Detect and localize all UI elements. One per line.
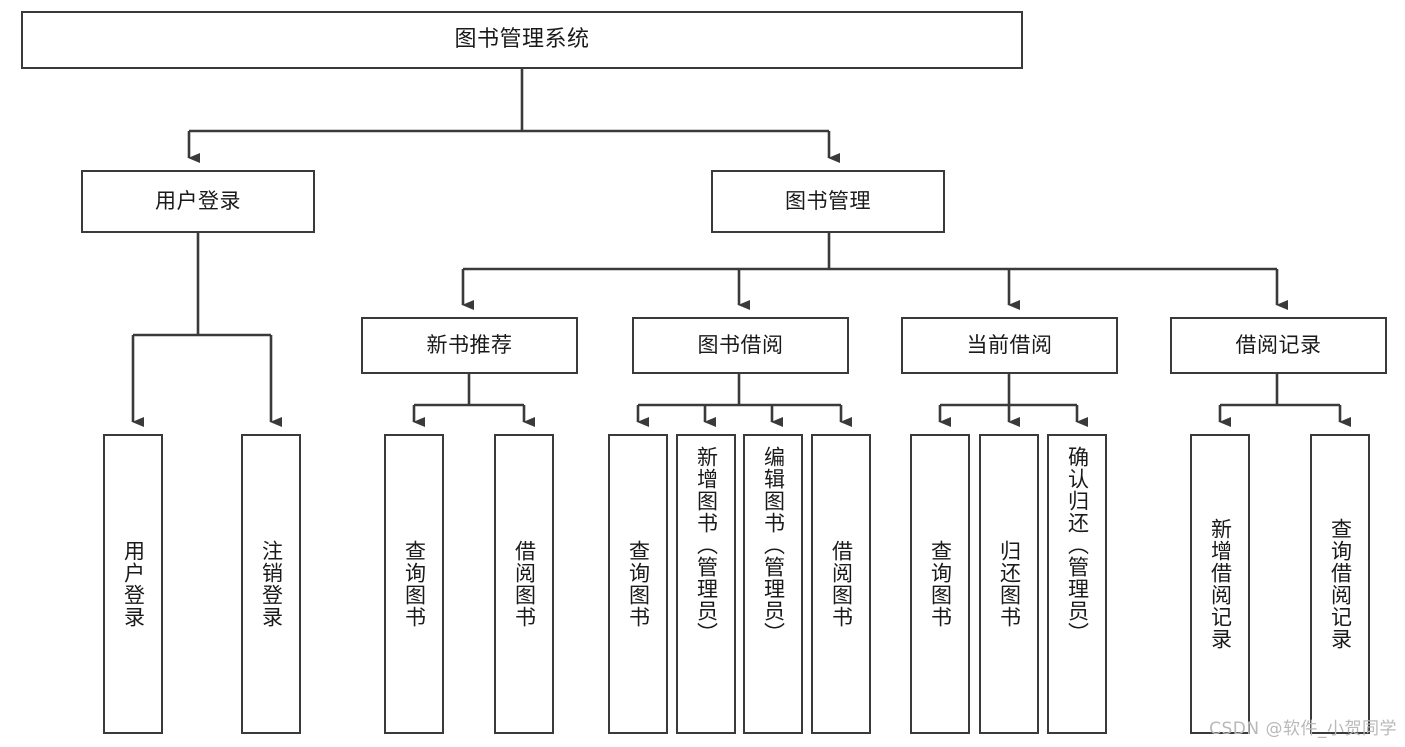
node-leaf-return-book[interactable]: 归还图书 (979, 434, 1039, 734)
node-borrow-record-label: 借阅记录 (1235, 333, 1322, 358)
node-leaf-query-book-3[interactable]: 查询图书 (910, 434, 970, 734)
node-current-borrow-label: 当前借阅 (966, 333, 1053, 358)
node-leaf-user-login[interactable]: 用户登录 (103, 434, 163, 734)
node-leaf-user-login-label: 用户登录 (121, 540, 146, 628)
node-leaf-logout-login-label: 注销登录 (259, 540, 284, 628)
node-leaf-query-book-2-label: 查询图书 (626, 540, 651, 628)
node-leaf-confirm-return-label: 确认归还（管理员） (1065, 446, 1090, 644)
node-user-login[interactable]: 用户登录 (81, 170, 315, 233)
node-leaf-borrow-book-1-label: 借阅图书 (512, 540, 537, 628)
node-user-login-label: 用户登录 (155, 189, 241, 214)
node-book-borrow[interactable]: 图书借阅 (632, 317, 849, 374)
node-book-borrow-label: 图书借阅 (697, 333, 784, 358)
node-new-book-recommend[interactable]: 新书推荐 (361, 317, 578, 374)
node-leaf-borrow-book-1[interactable]: 借阅图书 (494, 434, 554, 734)
node-leaf-add-record[interactable]: 新增借阅记录 (1190, 434, 1250, 734)
node-leaf-borrow-book-2[interactable]: 借阅图书 (811, 434, 871, 734)
node-leaf-query-record[interactable]: 查询借阅记录 (1310, 434, 1370, 734)
node-leaf-query-book-1[interactable]: 查询图书 (384, 434, 444, 734)
node-leaf-query-record-label: 查询借阅记录 (1328, 518, 1353, 650)
node-leaf-add-book-label: 新增图书（管理员） (694, 446, 719, 644)
node-leaf-query-book-2[interactable]: 查询图书 (608, 434, 668, 734)
node-leaf-add-book[interactable]: 新增图书（管理员） (676, 434, 736, 734)
node-book-manage[interactable]: 图书管理 (711, 170, 945, 233)
node-leaf-confirm-return[interactable]: 确认归还（管理员） (1047, 434, 1107, 734)
node-leaf-edit-book[interactable]: 编辑图书（管理员） (743, 434, 803, 734)
node-leaf-add-record-label: 新增借阅记录 (1208, 518, 1233, 650)
node-book-manage-label: 图书管理 (785, 189, 871, 214)
node-leaf-edit-book-label: 编辑图书（管理员） (761, 446, 786, 644)
node-new-book-recommend-label: 新书推荐 (426, 333, 513, 358)
node-leaf-query-book-3-label: 查询图书 (928, 540, 953, 628)
node-current-borrow[interactable]: 当前借阅 (901, 317, 1118, 374)
watermark: CSDN @软件_小贺同学 (1209, 719, 1397, 739)
node-leaf-borrow-book-2-label: 借阅图书 (829, 540, 854, 628)
node-root-label: 图书管理系统 (454, 27, 590, 53)
node-leaf-query-book-1-label: 查询图书 (402, 540, 427, 628)
node-borrow-record[interactable]: 借阅记录 (1170, 317, 1387, 374)
node-root[interactable]: 图书管理系统 (21, 11, 1023, 69)
node-leaf-return-book-label: 归还图书 (997, 540, 1022, 628)
node-leaf-logout-login[interactable]: 注销登录 (241, 434, 301, 734)
